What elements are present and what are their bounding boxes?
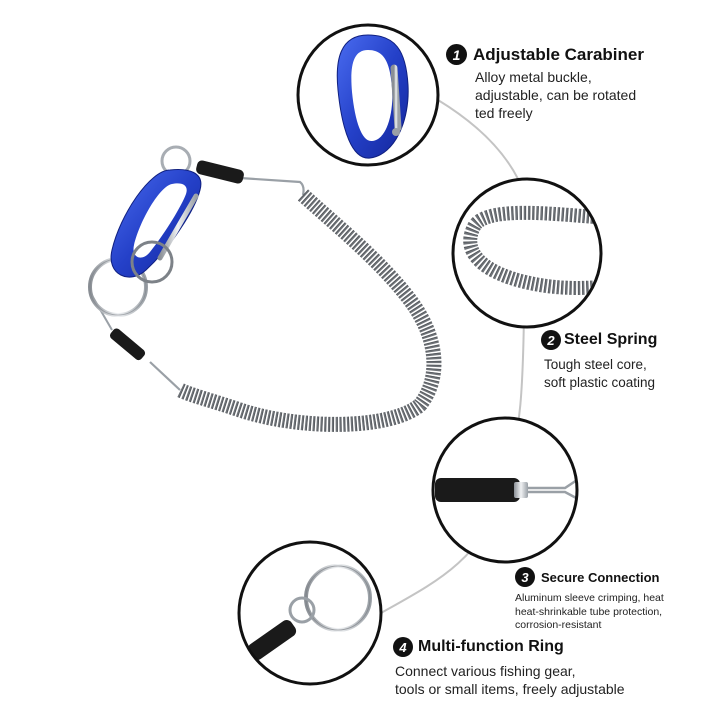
main-product — [88, 145, 442, 432]
feature-description: Connect various fishing gear, tools or s… — [395, 663, 625, 698]
feature-carabiner: 1 Adjustable Carabiner Alloy metal buckl… — [446, 44, 644, 123]
coil-spring — [176, 189, 442, 432]
feature-title: Multi-function Ring — [418, 638, 564, 655]
feature-description: Aluminum sleeve crimping, heat heat-shri… — [515, 592, 664, 632]
black-sleeve-bottom — [109, 328, 146, 361]
feature-description: Tough steel core, soft plastic coating — [544, 357, 656, 391]
feature-title: Secure Connection — [541, 569, 660, 585]
steel-wire-top — [239, 176, 305, 196]
detail-circle-ring — [237, 540, 383, 686]
number-badge-1: 1 — [446, 44, 467, 65]
detail-circle-carabiner — [296, 23, 440, 167]
feature-title: Steel Spring — [564, 331, 658, 348]
number-badge-2: 2 — [541, 330, 561, 350]
feature-spring: 2 Steel Spring Tough steel core, soft pl… — [541, 330, 657, 392]
number-badge-3: 3 — [515, 567, 535, 587]
feature-title: Adjustable Carabiner — [473, 44, 644, 64]
feature-ring: 4 Multi-function Ring Connect various fi… — [393, 637, 625, 698]
steel-wire-bottom — [149, 361, 181, 391]
feature-description: Alloy metal buckle, adjustable, can be r… — [475, 69, 637, 122]
feature-connection: 3 Secure Connection Aluminum sleeve crim… — [515, 567, 664, 633]
black-sleeve-top — [196, 160, 244, 184]
number-badge-4: 4 — [393, 637, 413, 657]
detail-circle-connection — [431, 416, 579, 564]
detail-circle-spring — [451, 177, 603, 329]
